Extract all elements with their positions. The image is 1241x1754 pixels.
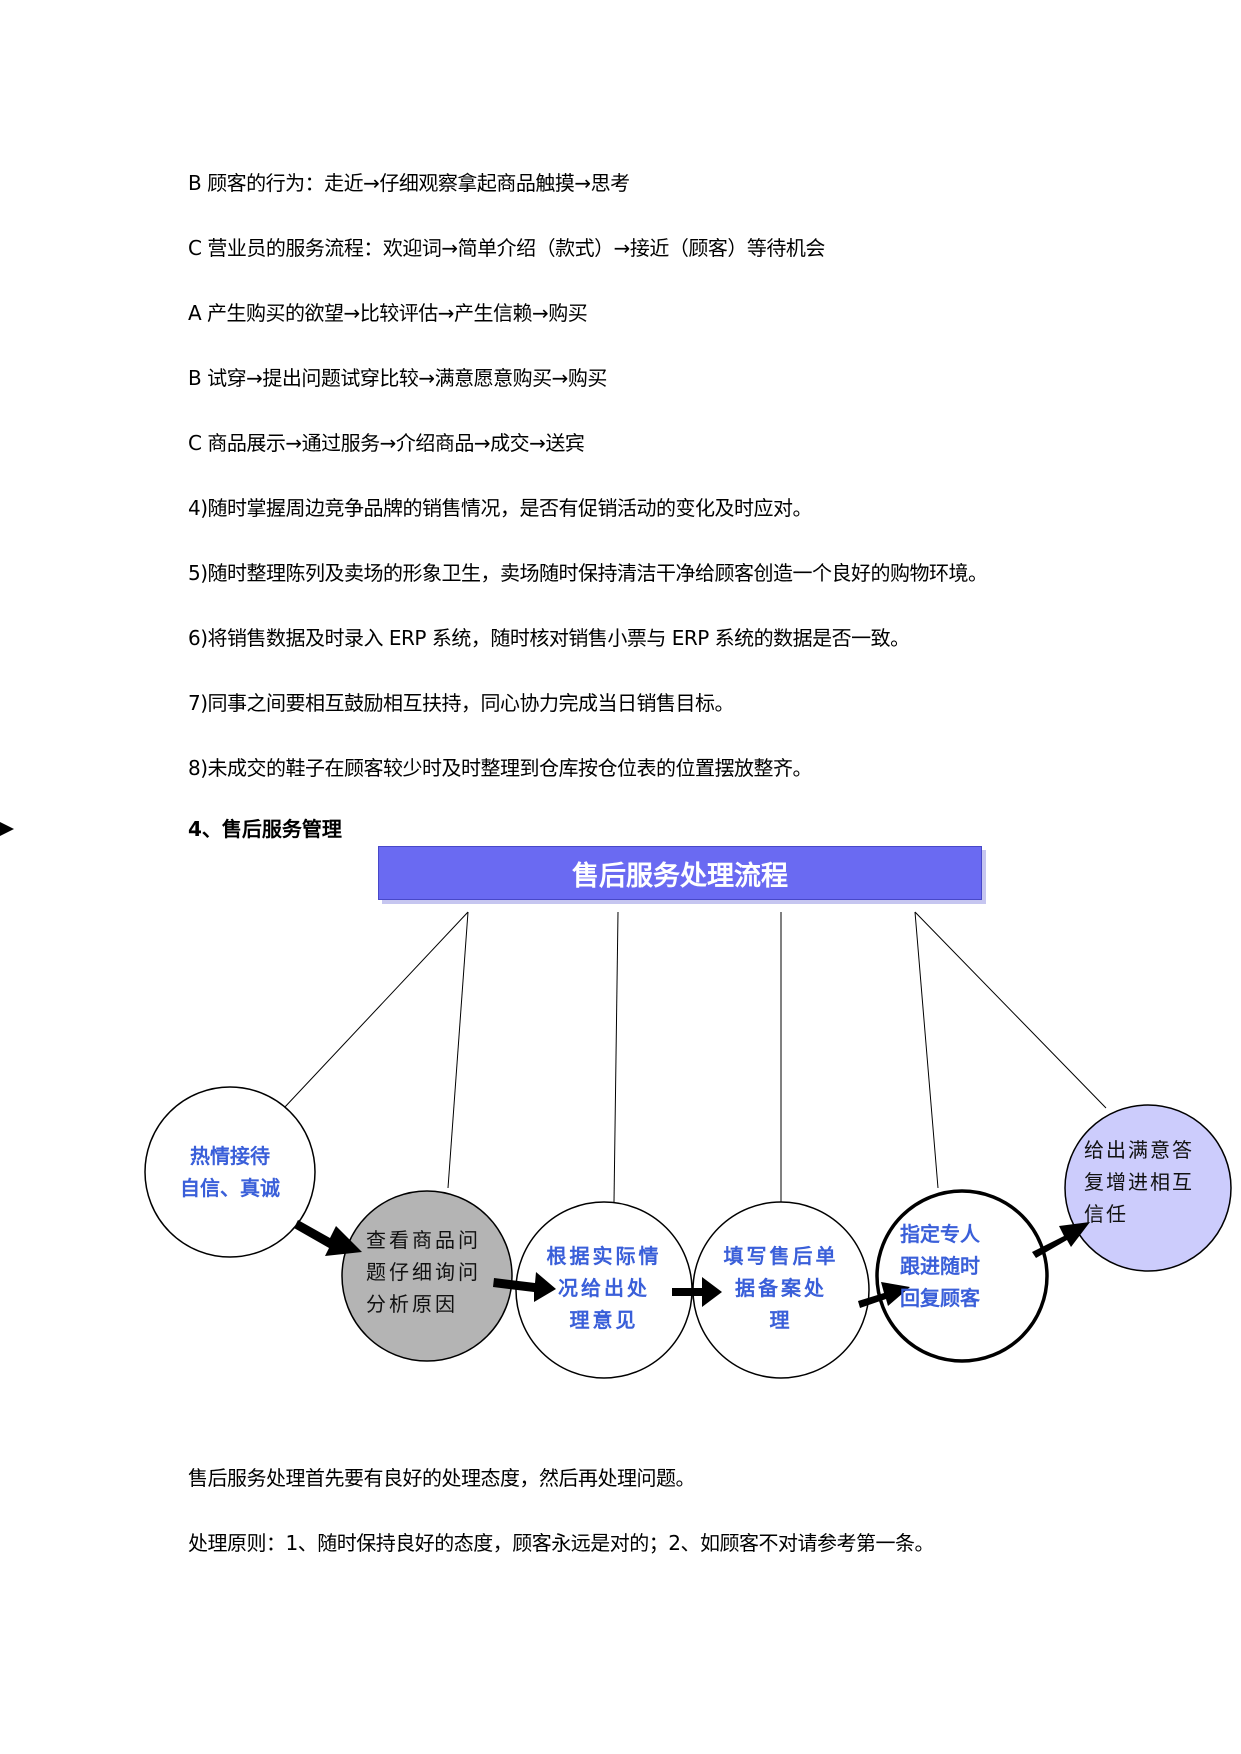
flow-node-label: 分析原因 bbox=[366, 1292, 458, 1316]
text-line: C 营业员的服务流程：欢迎词→简单介绍（款式）→接近（顾客）等待机会 bbox=[188, 236, 825, 260]
footer-line: 处理原则：1、随时保持良好的态度，顾客永远是对的；2、如顾客不对请参考第一条。 bbox=[188, 1531, 934, 1555]
flow-node-1: 热情接待 自信、真诚 bbox=[168, 1140, 292, 1204]
text-line: 7)同事之间要相互鼓励相互扶持，同心协力完成当日销售目标。 bbox=[188, 691, 735, 715]
flow-node-label: 回复顾客 bbox=[900, 1286, 980, 1310]
connector-line bbox=[914, 911, 939, 1189]
text-line: A 产生购买的欲望→比较评估→产生信赖→购买 bbox=[188, 301, 588, 325]
flow-node-label: 热情接待 bbox=[190, 1144, 270, 1168]
flow-node-label: 根据实际情 bbox=[546, 1244, 662, 1268]
flow-node-label: 理意见 bbox=[569, 1308, 639, 1332]
text-line: 8)未成交的鞋子在顾客较少时及时整理到仓库按仓位表的位置摆放整齐。 bbox=[188, 756, 813, 780]
flow-node-label: 题仔细询问 bbox=[366, 1260, 481, 1284]
section-heading: 4、售后服务管理 bbox=[188, 817, 342, 841]
flow-title: 售后服务处理流程 bbox=[378, 846, 982, 900]
flow-node-circle bbox=[875, 1189, 1049, 1363]
flow-node-label: 况给出处 bbox=[558, 1276, 650, 1300]
arrow-icon bbox=[294, 1220, 362, 1256]
connector-line bbox=[283, 911, 469, 1109]
text-line: C 商品展示→通过服务→介绍商品→成交→送宾 bbox=[188, 431, 585, 455]
text-line: B 试穿→提出问题试穿比较→满意愿意购买→购买 bbox=[188, 366, 607, 390]
flow-node-label: 跟进随时 bbox=[900, 1254, 980, 1278]
connector-lines bbox=[283, 911, 1107, 1203]
arrow-icon bbox=[858, 1282, 910, 1308]
flow-node-label: 填写售后单 bbox=[723, 1244, 839, 1268]
flow-node-5: 指定专人 跟进随时 回复顾客 bbox=[900, 1218, 1020, 1314]
text-line: 5)随时整理陈列及卖场的形象卫生，卖场随时保持清洁干净给顾客创造一个良好的购物环… bbox=[188, 561, 988, 585]
flow-node-label: 查看商品问 bbox=[366, 1228, 481, 1252]
arrow-icon bbox=[1032, 1222, 1090, 1258]
connector-line bbox=[447, 911, 469, 1189]
bullet-arrow-icon bbox=[0, 822, 14, 836]
flow-node-6: 给出满意答 复增进相互 信任 bbox=[1084, 1134, 1214, 1230]
connector-line bbox=[613, 911, 619, 1203]
flow-node-4: 填写售后单 据备案处 理 bbox=[715, 1240, 847, 1336]
connector-line bbox=[914, 911, 1107, 1109]
flow-node-label: 给出满意答 bbox=[1084, 1138, 1194, 1162]
flow-node-label: 信任 bbox=[1084, 1202, 1128, 1226]
flow-node-circle bbox=[144, 1086, 316, 1258]
arrow-icon bbox=[493, 1272, 556, 1302]
arrow-icon bbox=[672, 1277, 722, 1307]
text-line: 6)将销售数据及时录入 ERP 系统，随时核对销售小票与 ERP 系统的数据是否… bbox=[188, 626, 910, 650]
flow-node-label: 复增进相互 bbox=[1084, 1170, 1194, 1194]
flow-arrows bbox=[294, 1220, 1090, 1308]
flow-node-2: 查看商品问 题仔细询问 分析原因 bbox=[366, 1224, 496, 1320]
text-line: B 顾客的行为：走近→仔细观察拿起商品触摸→思考 bbox=[188, 171, 630, 195]
footer-line: 售后服务处理首先要有良好的处理态度，然后再处理问题。 bbox=[188, 1466, 696, 1490]
flow-node-label: 据备案处 bbox=[735, 1276, 827, 1300]
text-line: 4)随时掌握周边竞争品牌的销售情况，是否有促销活动的变化及时应对。 bbox=[188, 496, 813, 520]
flow-node-circle bbox=[1064, 1104, 1232, 1272]
flow-node-label: 指定专人 bbox=[900, 1222, 980, 1246]
flow-node-label: 理 bbox=[769, 1308, 793, 1332]
flow-node-3: 根据实际情 况给出处 理意见 bbox=[538, 1240, 670, 1336]
flow-node-circle bbox=[341, 1190, 513, 1362]
flow-node-label: 自信、真诚 bbox=[180, 1176, 280, 1200]
